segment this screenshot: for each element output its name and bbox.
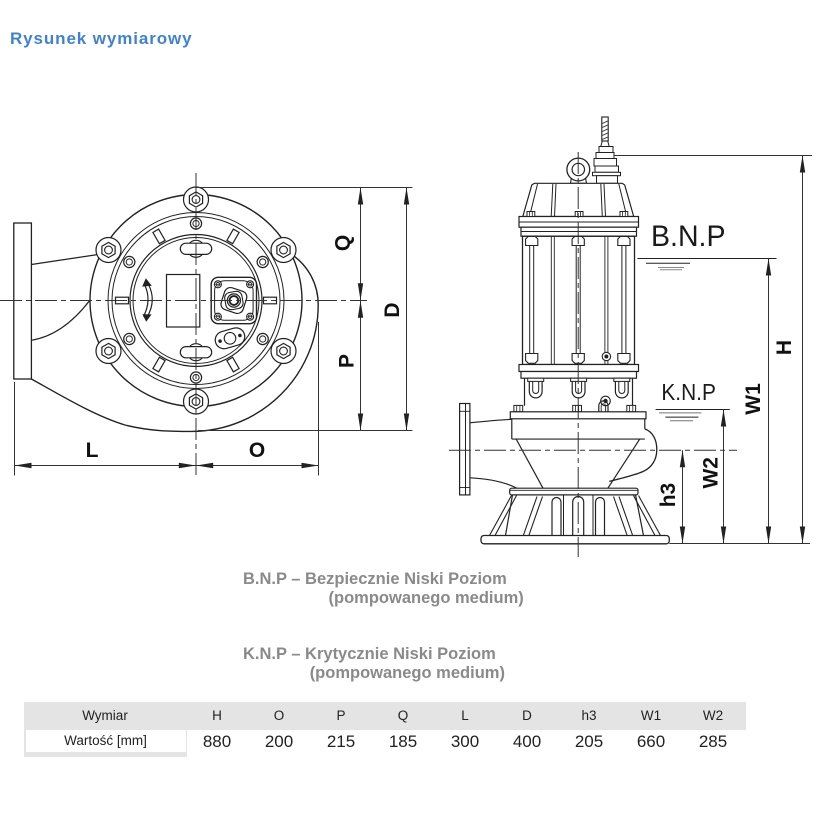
svg-text:H: H (773, 340, 796, 355)
svg-text:D: D (381, 302, 404, 317)
svg-text:h3: h3 (657, 483, 680, 508)
svg-text:W1: W1 (742, 383, 765, 415)
svg-text:O: O (249, 439, 265, 462)
svg-text:P: P (336, 354, 359, 368)
svg-text:K.N.P: K.N.P (661, 379, 716, 405)
svg-text:L: L (86, 439, 99, 462)
svg-text:W2: W2 (700, 457, 723, 489)
svg-text:B.N.P: B.N.P (651, 220, 726, 253)
svg-text:Q: Q (332, 235, 355, 251)
